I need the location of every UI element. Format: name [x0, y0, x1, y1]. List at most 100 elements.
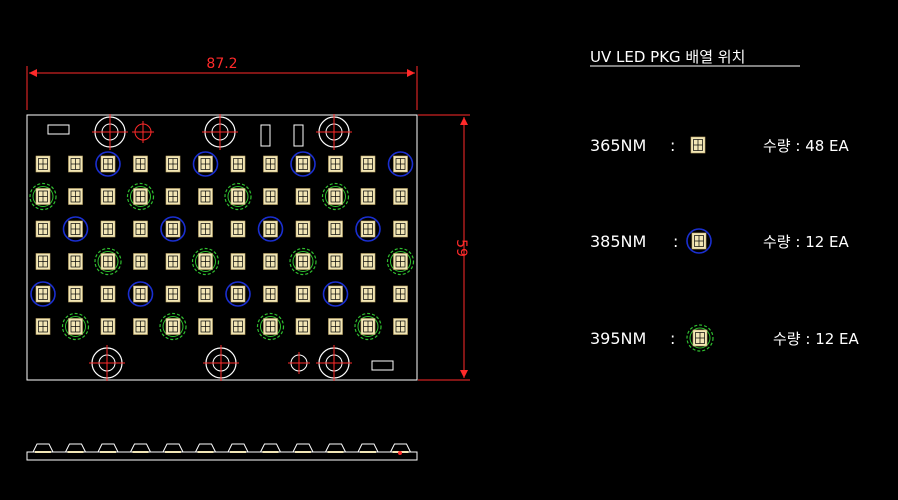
led-package: [393, 318, 408, 335]
green-ring-marker-inner: [689, 327, 711, 349]
led-package: [263, 285, 278, 303]
mounting-hole: [202, 114, 238, 150]
led-cell: [295, 285, 311, 303]
led-package: [100, 318, 116, 335]
led-cell: [165, 188, 181, 205]
led-package: [165, 285, 181, 303]
led-package: [133, 188, 148, 205]
legend-385-qty: 수량 : 12 EA: [763, 233, 850, 251]
legend-365-separator: :: [670, 136, 675, 155]
led-package: [35, 285, 51, 303]
led-cell: [257, 216, 284, 242]
led-package: [263, 188, 278, 205]
center-mark: [132, 121, 154, 143]
height-dimension: 59: [418, 114, 470, 381]
led-package: [133, 285, 148, 303]
mounting-hole: [203, 345, 239, 381]
led-package: [133, 155, 148, 173]
led-package: [198, 155, 213, 173]
led-cell: [68, 155, 83, 173]
led-cell: [225, 281, 251, 307]
led-cell: [295, 188, 311, 205]
led-package: [35, 220, 51, 238]
blue-ring-marker: [387, 151, 414, 177]
led-cell: [393, 188, 408, 205]
side-led-profile: [390, 443, 411, 453]
slot-top-left: [47, 124, 70, 135]
legend-led-385: [691, 232, 707, 250]
green-ring-marker-outer: [159, 312, 187, 341]
led-package: [133, 253, 148, 270]
led-cell: [295, 318, 311, 335]
led-cell: [133, 253, 148, 270]
led-cell: [198, 318, 213, 335]
side-led-profile: [97, 443, 119, 453]
green-ring-marker-outer: [94, 247, 122, 276]
green-ring-marker-inner: [97, 251, 119, 272]
led-package: [35, 188, 51, 205]
legend-395-label: 395NM: [590, 329, 646, 348]
led-package: [360, 285, 376, 303]
led-package: [230, 188, 246, 205]
led-package: [165, 253, 181, 270]
legend-395-separator: :: [670, 329, 675, 348]
led-cell: [61, 312, 90, 341]
green-ring-marker-inner: [325, 186, 346, 207]
green-ring-marker-inner: [292, 251, 314, 272]
led-cell: [354, 312, 382, 341]
legend-led-395: [692, 329, 708, 347]
green-ring-marker-inner: [130, 186, 151, 207]
led-cell: [35, 155, 51, 173]
led-cell: [295, 220, 311, 238]
led-package: [360, 188, 376, 205]
led-package: [360, 155, 376, 173]
led-cell: [386, 247, 415, 276]
led-cell: [100, 188, 116, 205]
led-cell: [263, 285, 278, 303]
mounting-hole: [316, 345, 352, 381]
led-package: [230, 220, 246, 238]
legend: UV LED PKG 배열 위치 365NM : 수량 : 48 EA 385N…: [590, 48, 860, 352]
led-grid: [29, 151, 415, 341]
green-ring-marker-inner: [162, 316, 184, 337]
blue-ring-marker: [257, 216, 284, 242]
side-led-profile: [130, 443, 151, 453]
led-package: [295, 220, 311, 238]
led-package: [360, 220, 376, 238]
side-led-profile: [65, 443, 86, 453]
led-cell: [263, 155, 278, 173]
green-ring-marker-inner: [357, 316, 379, 337]
led-cell: [198, 188, 213, 205]
led-cell: [35, 253, 51, 270]
led-cell: [393, 220, 408, 238]
led-package: [393, 253, 408, 270]
side-profile-view: [26, 443, 418, 461]
blue-ring-marker: [95, 151, 121, 177]
legend-395-qty: 수량 : 12 EA: [773, 330, 860, 348]
led-cell: [191, 247, 220, 276]
led-package: [230, 285, 246, 303]
led-package: [68, 188, 83, 205]
green-ring-marker-outer: [386, 247, 415, 276]
led-cell: [165, 155, 181, 173]
blue-ring-marker: [290, 151, 316, 177]
led-cell: [360, 285, 376, 303]
led-package: [100, 285, 116, 303]
led-package: [393, 188, 408, 205]
green-ring-marker-outer: [29, 182, 57, 211]
mounting-hole: [316, 114, 352, 150]
led-cell: [165, 285, 181, 303]
led-cell: [256, 312, 285, 341]
slot-bottom-right: [371, 360, 394, 371]
led-cell: [159, 312, 187, 341]
side-led-profile: [325, 443, 346, 453]
slot-top-center-2: [293, 124, 304, 147]
led-package: [230, 318, 246, 335]
led-package: [393, 155, 408, 173]
led-cell: [321, 182, 350, 211]
led-package: [198, 285, 213, 303]
side-led-profile: [357, 443, 379, 453]
led-package: [230, 253, 246, 270]
led-package: [295, 188, 311, 205]
led-package: [100, 155, 116, 173]
